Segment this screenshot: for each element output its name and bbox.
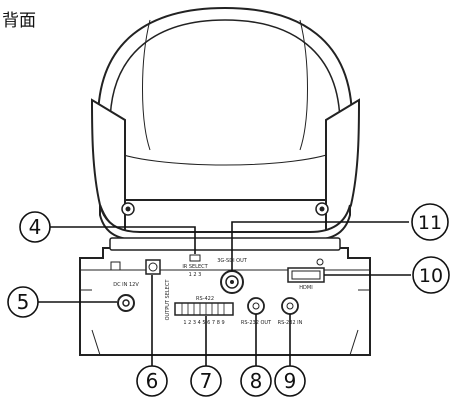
callout-5 bbox=[7, 286, 39, 318]
callout-4 bbox=[19, 211, 51, 243]
camera-head bbox=[97, 6, 353, 201]
callout-number-9: 9 bbox=[284, 369, 297, 393]
ir-select-label: IR SELECT bbox=[182, 264, 208, 270]
output-select-label: OUTPUT SELECT bbox=[165, 279, 171, 321]
hdmi-label: HDMI bbox=[299, 285, 312, 291]
callouts bbox=[7, 203, 450, 397]
callout-9 bbox=[274, 365, 306, 397]
camera-yoke bbox=[90, 98, 361, 241]
callout-11 bbox=[411, 203, 449, 241]
callout-number-7: 7 bbox=[200, 369, 213, 393]
callout-8 bbox=[240, 365, 272, 397]
callout-number-4: 4 bbox=[29, 215, 42, 239]
callout-number-11: 11 bbox=[418, 212, 442, 234]
callout-number-6: 6 bbox=[146, 369, 159, 393]
rs422-pin-numbers: 1 2 3 4 5 6 7 8 9 bbox=[183, 320, 224, 326]
ir-select-numbers: 1 2 3 bbox=[189, 272, 202, 278]
kensington-lock-icon bbox=[110, 261, 121, 271]
page-title: 背面 bbox=[2, 11, 36, 31]
rs422-label: RS-422 bbox=[196, 296, 214, 302]
callout-number-10: 10 bbox=[419, 265, 443, 287]
ir-select-switch bbox=[189, 254, 201, 262]
rs422-terminal-icon bbox=[174, 302, 234, 316]
callout-6 bbox=[136, 365, 168, 397]
callout-numbers: 4 5 6 7 8 9 10 11 bbox=[17, 212, 443, 393]
callout-leader-lines bbox=[38, 221, 411, 366]
dc-in-label: DC IN 12V bbox=[113, 282, 139, 288]
callout-number-5: 5 bbox=[17, 290, 30, 314]
callout-10 bbox=[412, 256, 450, 294]
callout-7 bbox=[190, 365, 222, 397]
callout-number-8: 8 bbox=[250, 369, 263, 393]
